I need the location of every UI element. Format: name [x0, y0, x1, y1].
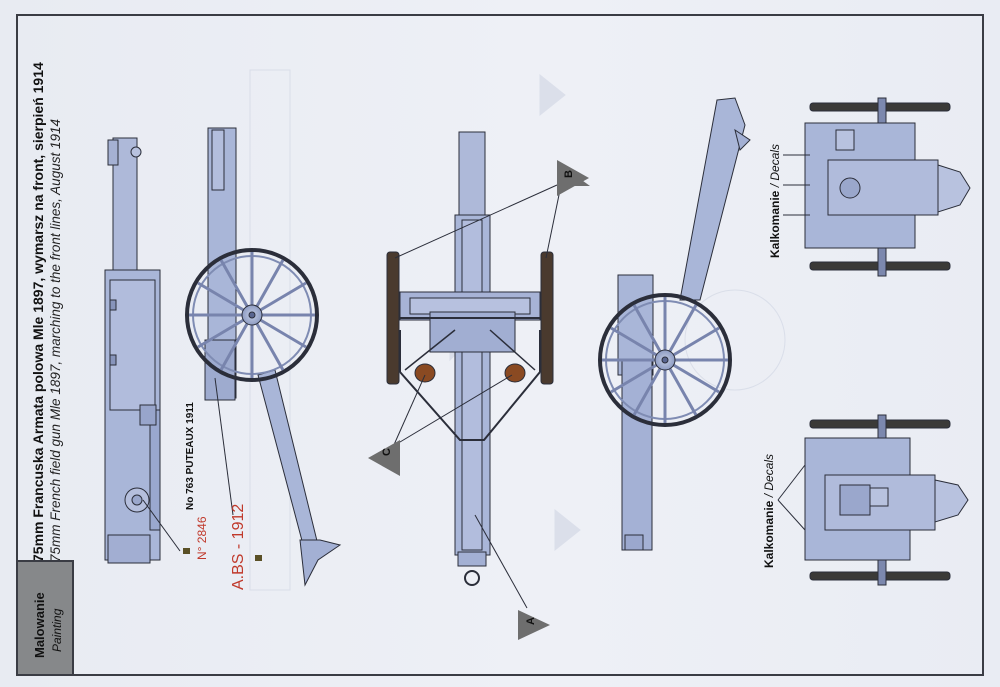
- callout-b-label: B: [563, 170, 575, 178]
- rear-view-bottom: [804, 414, 969, 586]
- callout-a-label: A: [525, 617, 537, 625]
- decals-label-bottom-english: Decals: [762, 453, 776, 491]
- callout-leaders: [142, 184, 561, 609]
- callout-c: C: [368, 440, 400, 476]
- marking-swatches: [183, 548, 262, 561]
- callout-a: A: [518, 610, 550, 640]
- decals-label-top: Kalkomanie / Decals: [768, 144, 782, 258]
- callout-c-label: C: [381, 448, 393, 456]
- decals-label-top-english: Decals: [768, 143, 782, 181]
- side-view-barrel: [104, 137, 161, 564]
- side-view-wheeled: [185, 127, 342, 587]
- decal-pointer-lines-bottom: [777, 464, 806, 531]
- decals-label-top-sep: /: [768, 180, 782, 191]
- front-view-top: [804, 97, 971, 277]
- background-watermark: [249, 69, 786, 591]
- decal-pointer-lines-top: [783, 154, 810, 216]
- maker-plate-text: No 763 PUTEAUX 1911: [185, 402, 196, 510]
- decals-label-bottom-sep: /: [762, 490, 776, 501]
- unit-code-marking: A.BS - 1912: [230, 504, 247, 590]
- decals-label-bottom: Kalkomanie / Decals: [762, 454, 776, 568]
- top-view-gun: [386, 131, 554, 586]
- decals-label-bottom-polish: Kalkomanie: [762, 500, 776, 568]
- serial-marking: N° 2846: [195, 516, 209, 560]
- side-view-right: [598, 97, 751, 551]
- section-label-box: Malowanie Painting: [18, 560, 74, 674]
- callout-b: B: [557, 160, 590, 196]
- page-frame: [16, 14, 984, 676]
- decals-label-top-polish: Kalkomanie: [768, 190, 782, 258]
